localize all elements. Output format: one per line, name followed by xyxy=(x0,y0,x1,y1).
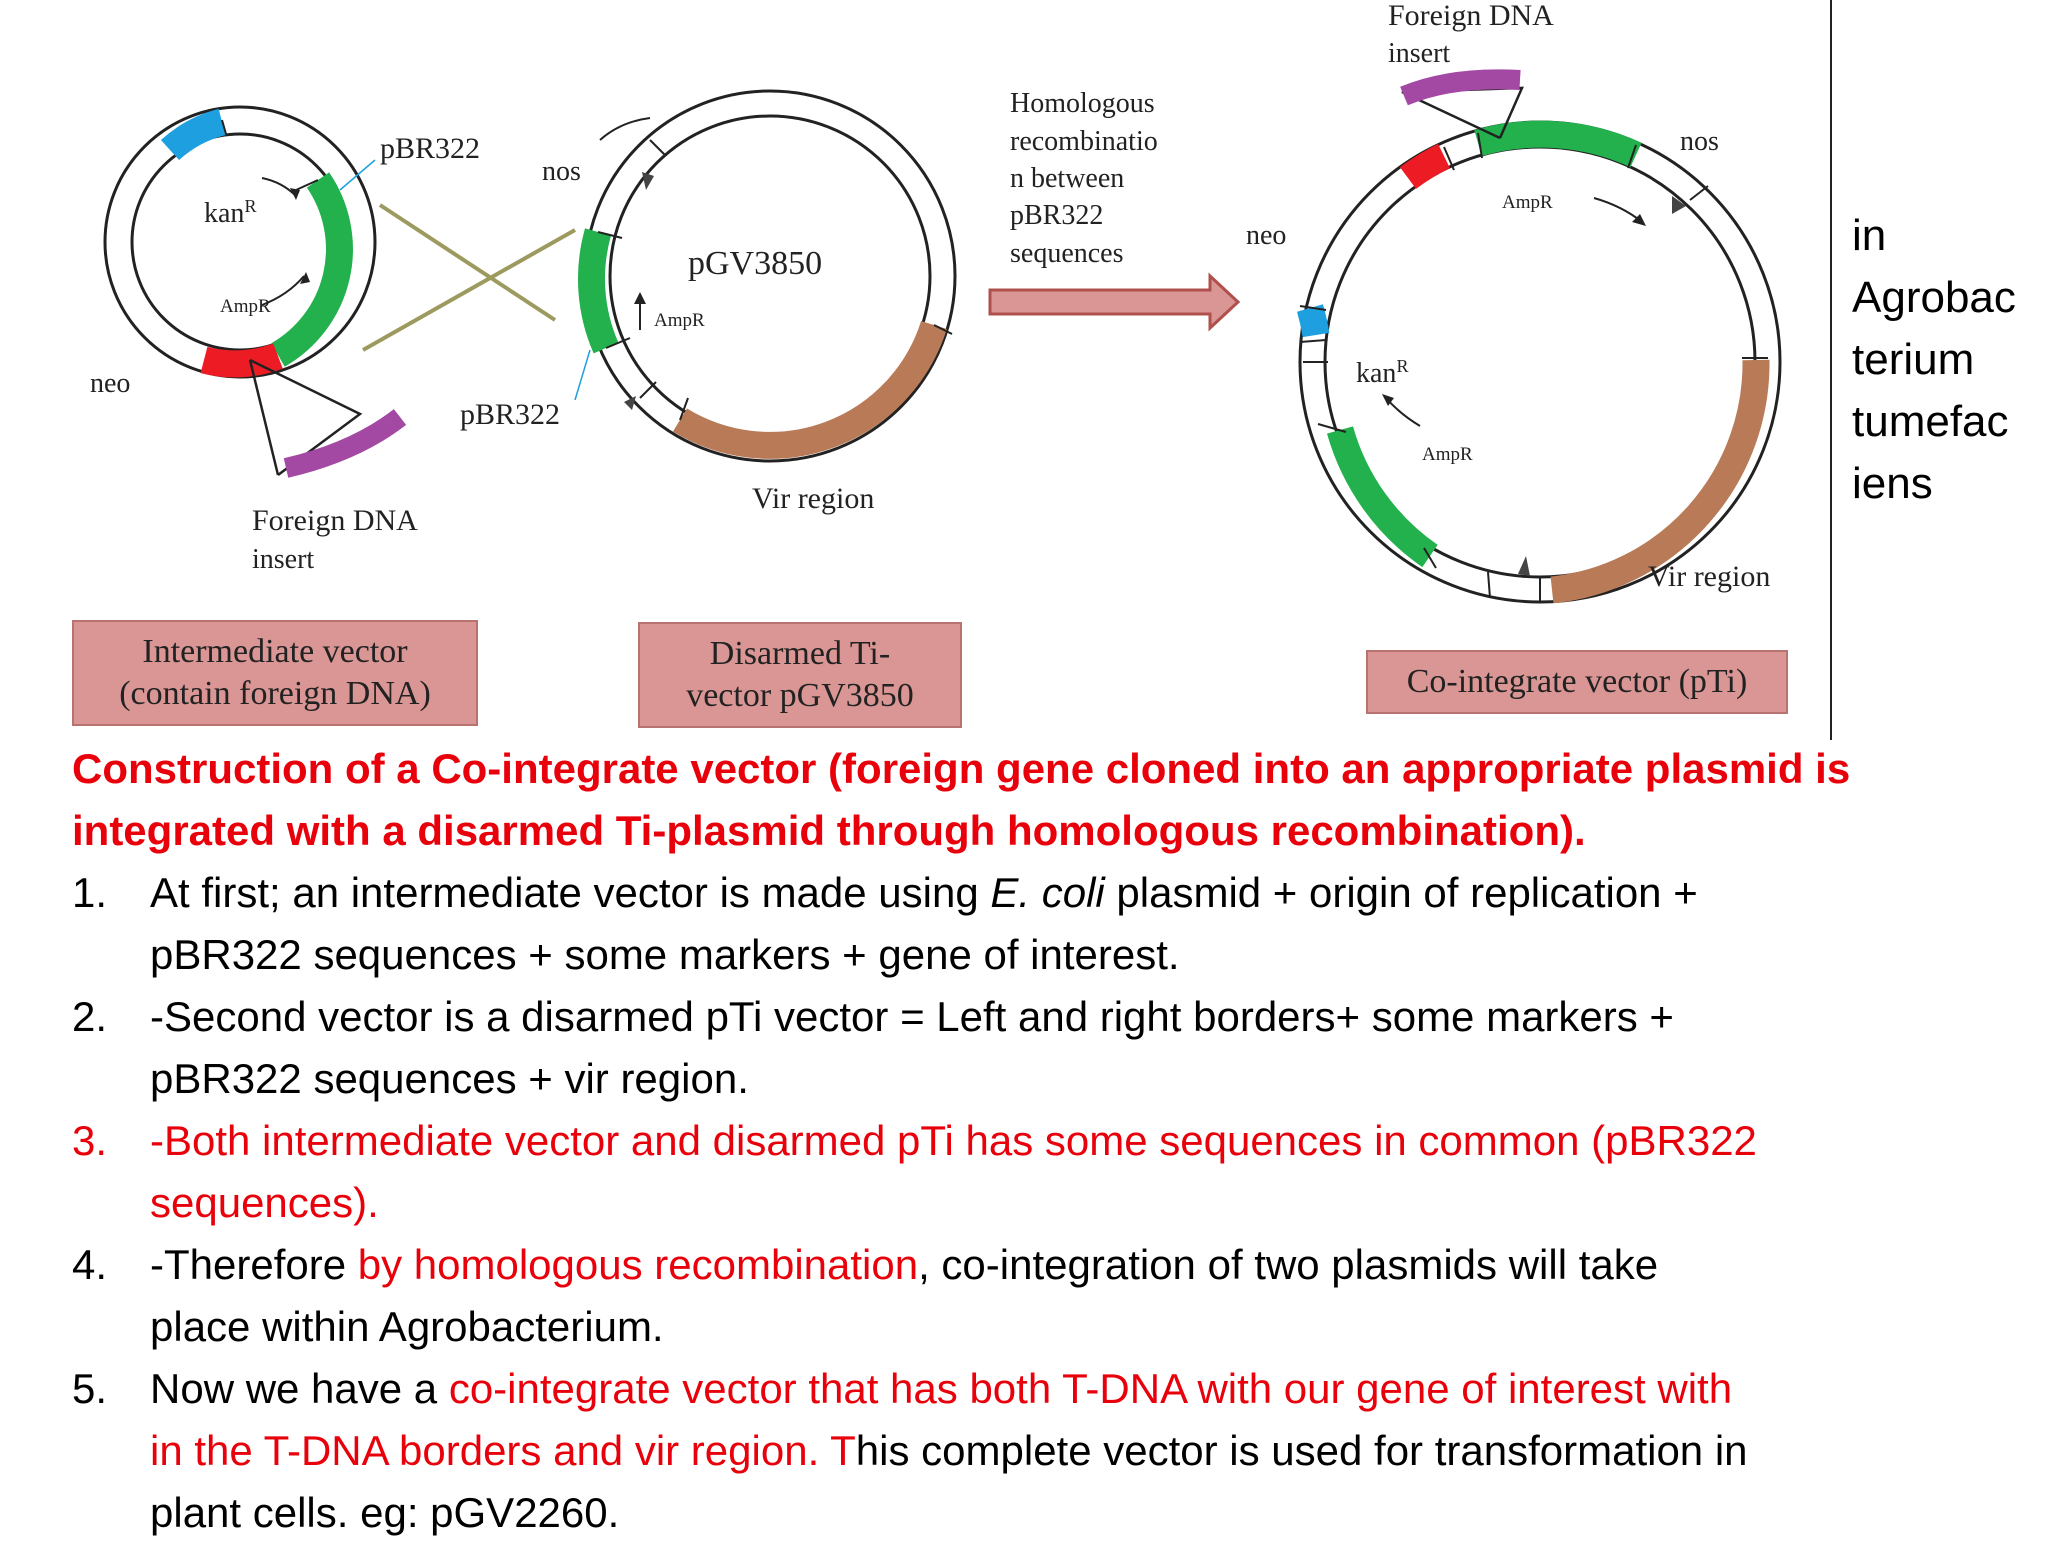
heading-line: Construction of a Co-integrate vector (f… xyxy=(72,745,1851,792)
label-kanr: kanR xyxy=(1356,356,1408,389)
step-number: 2. xyxy=(72,993,108,1040)
vir-region-segment xyxy=(1550,359,1770,604)
side-note: in Agrobac terium tumefac iens xyxy=(1852,205,2016,515)
step-text: -Both intermediate vector and disarmed p… xyxy=(150,1117,1757,1164)
recombination-line xyxy=(362,228,576,352)
label-vir-region: Vir region xyxy=(1648,560,1770,593)
label-ampr: AmpR xyxy=(1502,192,1553,213)
label-foreign-dna: Foreign DNA xyxy=(1388,0,1554,32)
step-highlight: co-integrate vector that has both T-DNA … xyxy=(448,1365,1733,1412)
steps-list: 1. At first; an intermediate vector is m… xyxy=(72,862,2032,1544)
heading: Construction of a Co-integrate vector (f… xyxy=(72,738,2032,862)
pgv3850-plasmid xyxy=(574,89,957,463)
step-text: At first; an intermediate vector is made… xyxy=(150,869,991,916)
step-number: 5. xyxy=(72,1365,108,1412)
label-vir-region: Vir region xyxy=(752,482,874,515)
pbr322-segment xyxy=(271,172,353,367)
step-text: , co-integration of two plasmids will ta… xyxy=(918,1241,1659,1288)
step-number: 4. xyxy=(72,1241,108,1288)
kanr-segment xyxy=(160,108,226,161)
step-highlight: in the T-DNA borders and vir region. T xyxy=(150,1427,856,1474)
cointegrate-diagram: pBR322 kanR AmpR neo Foreign DNA insert … xyxy=(90,0,1782,604)
step-item: 2. -Second vector is a disarmed pTi vect… xyxy=(72,986,2032,1110)
step-text: pBR322 sequences + some markers + gene o… xyxy=(150,931,1180,978)
step-item: 4. -Therefore by homologous recombinatio… xyxy=(72,1234,2032,1358)
label-ampr: AmpR xyxy=(654,310,705,331)
label-foreign-insert: insert xyxy=(1388,38,1450,69)
caption-intermediate-vector: Intermediate vector (contain foreign DNA… xyxy=(72,620,478,726)
foreign-dna-insert xyxy=(1400,69,1521,106)
label-nos: nos xyxy=(542,156,581,187)
step-italic: E. coli xyxy=(990,869,1105,916)
kanr-segment xyxy=(1296,304,1330,338)
cointegrate-plasmid xyxy=(1296,69,1782,604)
caption-line: (contain foreign DNA) xyxy=(119,675,431,712)
step-item: 1. At first; an intermediate vector is m… xyxy=(72,862,2032,986)
label-foreign-dna: Foreign DNA xyxy=(252,504,418,537)
label-neo: neo xyxy=(90,368,130,399)
caption-disarmed-ti-vector: Disarmed Ti- vector pGV3850 xyxy=(638,622,962,728)
step-number: 1. xyxy=(72,869,108,916)
label-pbr322: pBR322 xyxy=(380,132,480,165)
label-nos: nos xyxy=(1680,126,1719,157)
step-text: plasmid + origin of replication + xyxy=(1104,869,1698,916)
step-text: sequences). xyxy=(150,1179,379,1226)
vir-region-segment xyxy=(672,320,947,459)
label-ampr: AmpR xyxy=(1422,444,1473,465)
step-item: 5. Now we have a co-integrate vector tha… xyxy=(72,1358,2032,1544)
step-text: Now we have a xyxy=(150,1365,449,1412)
recombination-line xyxy=(378,203,557,322)
label-pgv3850: pGV3850 xyxy=(688,245,822,282)
side-note-line: in xyxy=(1852,211,1887,260)
side-note-line: tumefac xyxy=(1852,397,2009,446)
side-note-line: terium xyxy=(1852,335,1975,384)
heading-line: integrated with a disarmed Ti-plasmid th… xyxy=(72,807,1586,854)
caption-cointegrate-vector: Co-integrate vector (pTi) xyxy=(1366,650,1788,714)
caption-line: vector pGV3850 xyxy=(686,677,914,714)
body-text: Construction of a Co-integrate vector (f… xyxy=(72,738,2032,1544)
caption-line: Intermediate vector xyxy=(142,633,408,670)
step-text: his complete vector is used for transfor… xyxy=(855,1427,1748,1474)
step-text: -Therefore xyxy=(150,1241,358,1288)
step-text: pBR322 sequences + vir region. xyxy=(150,1055,749,1102)
step-text: -Second vector is a disarmed pTi vector … xyxy=(150,993,1674,1040)
step-number: 3. xyxy=(72,1117,108,1164)
step-item: 3. -Both intermediate vector and disarme… xyxy=(72,1110,2032,1234)
pbr322-segment xyxy=(578,228,619,354)
label-neo: neo xyxy=(1246,220,1286,251)
side-note-line: Agrobac xyxy=(1852,273,2016,322)
divider-line xyxy=(1830,0,1832,740)
neo-segment xyxy=(1399,143,1451,189)
label-foreign-insert: insert xyxy=(252,544,314,575)
caption-line: Disarmed Ti- xyxy=(709,635,891,672)
foreign-dna-insert xyxy=(283,409,407,478)
intermediate-plasmid xyxy=(103,105,407,478)
caption-line: Co-integrate vector (pTi) xyxy=(1406,663,1748,700)
pbr322-segment xyxy=(1474,120,1642,168)
pbr322-segment xyxy=(1327,426,1438,568)
label-ampr: AmpR xyxy=(220,296,271,317)
neo-segment xyxy=(200,343,283,378)
step-text: plant cells. eg: pGV2260. xyxy=(150,1489,620,1536)
arrow-label: Homologous recombinatio n between pBR322… xyxy=(1010,88,1165,269)
label-pbr322: pBR322 xyxy=(460,398,560,431)
recombination-arrow xyxy=(988,272,1241,332)
label-kanr: kanR xyxy=(204,196,256,229)
step-highlight: by homologous recombination xyxy=(357,1241,919,1288)
step-text: place within Agrobacterium. xyxy=(150,1303,664,1350)
side-note-line: iens xyxy=(1852,459,1933,508)
